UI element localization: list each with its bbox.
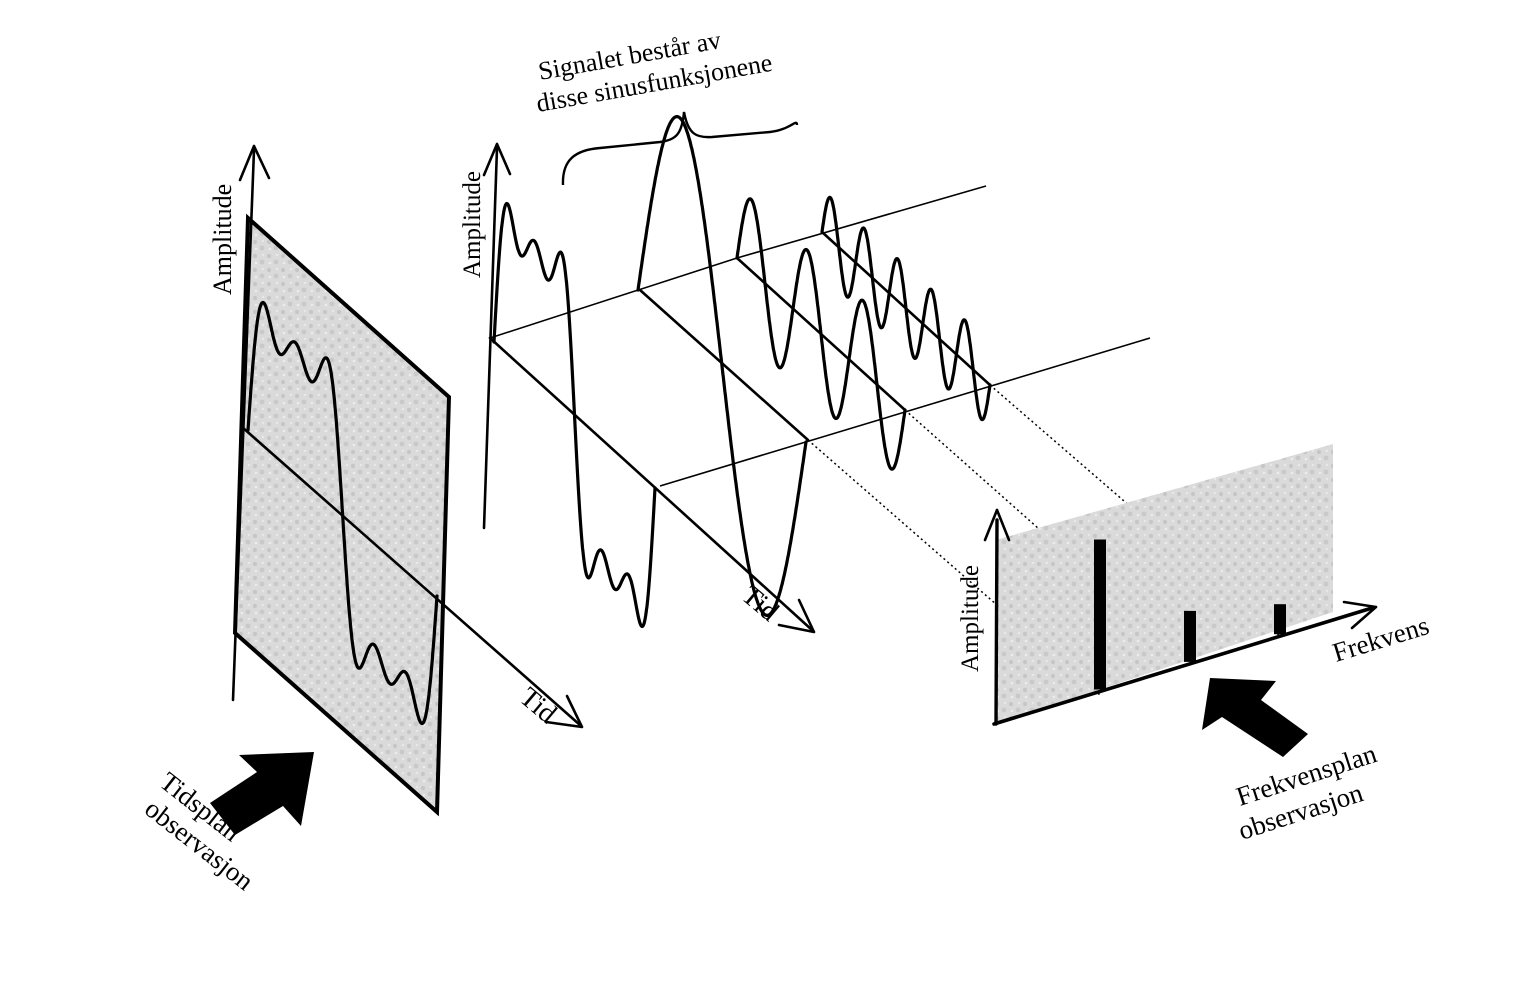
fundamental-baseline [638,288,810,442]
left-amplitude-arrowhead [238,144,271,182]
time-observation-arrow [210,752,314,835]
fifth-harmonic-sine [820,195,992,422]
right-amplitude-label: Amplitude [957,565,984,672]
spectrum-bar-third-harmonic [1184,610,1196,662]
time-plane-observation: Tidsplan observasjon [139,752,314,896]
middle-amplitude-arrowhead [482,142,512,177]
fundamental-sine [636,115,808,617]
third-harmonic-sine [735,197,907,471]
frequency-plane-panel [996,444,1333,724]
left-time-arrowhead [544,694,584,729]
grouping-brace [561,111,799,186]
middle-time-arrowhead [777,598,816,634]
left-time-axis [240,425,582,727]
frequency-arrowhead [1342,600,1378,630]
composite-square-wave [492,201,657,629]
spectrum-bar-fundamental [1094,539,1106,690]
frequency-domain-view: Amplitude Frekvens [957,444,1432,726]
frequency-axis [992,606,1374,726]
frequency-observation-arrow [1202,678,1308,757]
left-amplitude-axis [231,148,256,702]
right-amplitude-arrowhead [983,508,1011,542]
depth-line-1 [489,257,738,339]
middle-time-axis [488,336,814,632]
spectrum-bar-fifth-harmonic [1274,604,1286,635]
left-amplitude-label: Amplitude [208,184,237,295]
frequency-axis-label: Frekvens [1329,610,1432,668]
middle-time-label: Tid [736,580,785,628]
time-domain-square-wave [246,300,439,726]
middle-amplitude-label: Amplitude [459,171,486,278]
frequency-panel-left-edge [994,518,999,726]
far-depth-line [736,185,987,259]
time-domain-view: Amplitude Tid [208,144,584,817]
frequency-plane-observation: Frekvensplan observasjon [1202,678,1381,846]
